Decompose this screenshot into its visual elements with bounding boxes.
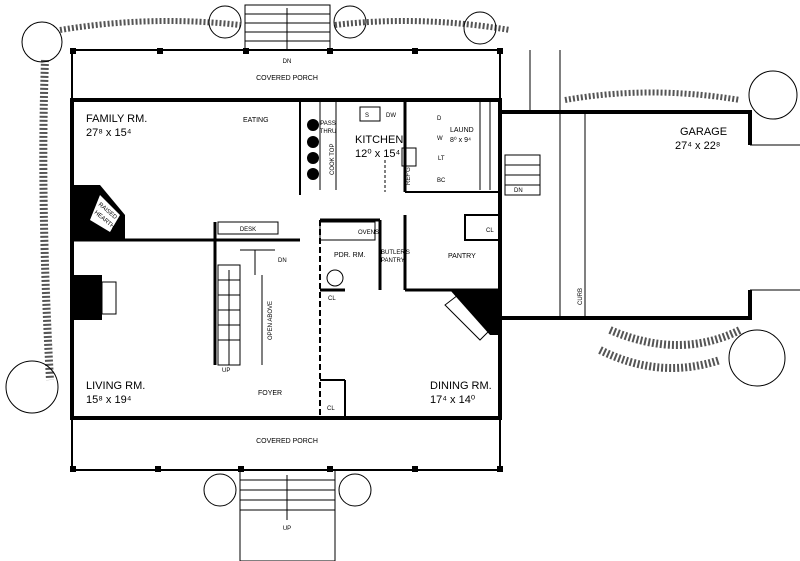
cl-powder-label: CL: [328, 296, 336, 302]
living-room-name: LIVING RM.: [86, 380, 145, 392]
butlers-pantry-line1: BUTLER'S: [381, 250, 410, 256]
family-room-name: FAMILY RM.: [86, 113, 147, 125]
bc-label: BC: [437, 178, 446, 184]
living-fireplace: [72, 275, 102, 320]
bar-stools: [307, 119, 319, 180]
cook-top-label: COOK TOP: [330, 144, 336, 175]
family-room-size: 27⁸ x 15⁴: [86, 127, 132, 139]
eating-label: EATING: [243, 117, 269, 124]
refg-label: REF'G: [406, 167, 412, 185]
pass-thru-label-2: THRU: [320, 129, 337, 135]
trees: [5, 5, 798, 507]
dining-fireplace: [450, 290, 500, 335]
garage-name: GARAGE: [680, 126, 727, 138]
kitchen-fixtures: [319, 100, 491, 287]
top-porch: [70, 4, 503, 101]
dryer-label: D: [437, 116, 442, 122]
pantry-name: PANTRY: [448, 253, 476, 260]
stair-dn-top: DN: [283, 59, 292, 65]
shrubs: [39, 18, 742, 381]
dw-label: DW: [386, 113, 396, 119]
curb-label: CURB: [578, 288, 584, 305]
covered-porch-top-label: COVERED PORCH: [256, 75, 318, 82]
butlers-pantry-line2: PANTRY: [381, 258, 405, 264]
lt-label: LT: [438, 156, 445, 162]
open-above-label: OPEN ABOVE: [268, 301, 274, 340]
bottom-porch: [70, 417, 503, 561]
stair-up-label: UP: [222, 368, 230, 374]
dining-room-size: 17⁴ x 14⁰: [430, 394, 476, 406]
ovens-label: OVENS: [358, 230, 379, 236]
living-room-size: 15⁸ x 19⁴: [86, 394, 132, 406]
cl-foyer-label: CL: [327, 406, 335, 412]
main-stair: [217, 221, 279, 366]
kitchen-size: 12⁰ x 15⁴: [355, 148, 400, 160]
garage-walls: [500, 50, 800, 320]
sink-label: S: [365, 113, 369, 119]
powder-room-name: PDR. RM.: [334, 252, 366, 259]
laundry-name: LAUND: [450, 127, 474, 134]
stair-dn-label: DN: [278, 258, 287, 264]
laundry-size: 8⁰ x 9⁴: [450, 136, 471, 144]
kitchen-name: KITCHEN: [355, 134, 403, 146]
pass-thru-label-1: PASS: [320, 121, 336, 127]
garage-dn-label: DN: [514, 188, 523, 194]
cl-pantry-label: CL: [486, 228, 494, 234]
garage-size: 27⁴ x 22⁸: [675, 140, 720, 152]
stair-up-bottom: UP: [283, 526, 291, 532]
covered-porch-bottom-label: COVERED PORCH: [256, 438, 318, 445]
washer-label: W: [437, 136, 443, 142]
desk-label: DESK: [240, 227, 256, 233]
dining-room-name: DINING RM.: [430, 380, 492, 392]
foyer-label: FOYER: [258, 390, 282, 397]
